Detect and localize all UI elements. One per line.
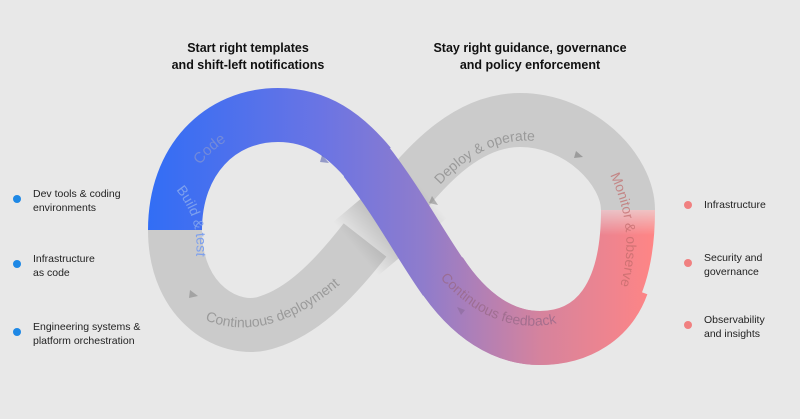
bullet-dot-icon: [684, 321, 692, 329]
band-color-right-bottom-solid: [417, 256, 648, 366]
list-item-text: Observability: [704, 314, 765, 326]
list-item-text: environments: [33, 202, 97, 214]
bullet-dot-icon: [13, 260, 21, 268]
arrow-icon-deploy: [574, 151, 583, 158]
list-item-observability: Observability and insights: [684, 313, 800, 341]
list-item-text: governance: [704, 266, 759, 278]
list-item-dev-tools: Dev tools & coding environments: [13, 187, 183, 215]
heading-stay-right-line-1: Stay right guidance, governance: [433, 41, 627, 55]
arrow-icon-build: [189, 290, 198, 298]
list-item-infrastructure-as-code: Infrastructure as code: [13, 252, 183, 280]
heading-stay-right: Stay right guidance, governance and poli…: [400, 40, 660, 74]
bullet-dot-icon: [13, 328, 21, 336]
heading-start-right-line-1: Start right templates: [187, 41, 309, 55]
arrow-icon-feedback: [457, 307, 465, 315]
list-item-infrastructure: Infrastructure: [684, 198, 800, 212]
list-item-text: Engineering systems &: [33, 321, 141, 333]
list-item-text: platform orchestration: [33, 335, 135, 347]
arrow-icon-crossing: [429, 196, 438, 205]
list-item-engineering-systems: Engineering systems & platform orchestra…: [13, 320, 183, 348]
heading-start-right-line-2: and shift-left notifications: [171, 58, 325, 72]
list-item-text: Infrastructure: [704, 199, 766, 211]
band-color-diagonal: [343, 143, 468, 296]
list-item-text: and insights: [704, 328, 761, 340]
list-item-text: as code: [33, 267, 70, 279]
band-gray-right-top: [373, 92, 655, 222]
list-item-text: Infrastructure: [33, 253, 95, 265]
list-item-text: Security and: [704, 252, 763, 264]
band-gray-left-bottom: [148, 223, 387, 352]
band-color-left-loop: [148, 87, 391, 232]
heading-stay-right-line-2: and policy enforcement: [459, 58, 601, 72]
bullet-dot-icon: [684, 259, 692, 267]
list-item-text: Dev tools & coding: [33, 188, 121, 200]
heading-start-right: Start right templates and shift-left not…: [118, 40, 378, 74]
bullet-dot-icon: [684, 201, 692, 209]
list-item-security-governance: Security and governance: [684, 251, 800, 279]
arrow-icon-code: [320, 155, 329, 163]
bullet-dot-icon: [13, 195, 21, 203]
